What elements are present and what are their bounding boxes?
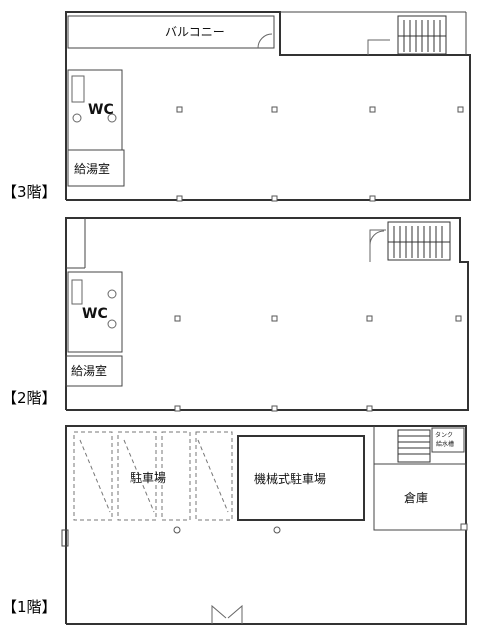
storage-label: 倉庫: [404, 490, 428, 505]
stairs-1f: [397, 429, 431, 463]
kitchenette-label-2f: 給湯室: [71, 363, 107, 378]
floor-label-2f: 【2階】: [2, 389, 57, 407]
stairs-2f: [387, 221, 451, 261]
balcony-door: [257, 33, 273, 49]
kitchenette-2f: [65, 355, 123, 387]
parking-label: 駐車場: [130, 470, 166, 485]
floor-label-3f: 【3階】: [2, 183, 57, 201]
entrance-door: [211, 604, 243, 624]
stairs-3f: [397, 15, 447, 55]
tank-label: タンク: [435, 431, 453, 439]
wc-label-2f: WC: [82, 306, 108, 322]
parking-bays: [73, 431, 233, 521]
columns-3f: [176, 106, 464, 202]
kitchenette-label-3f: 給湯室: [74, 161, 110, 176]
floor-label-1f: 【1階】: [2, 598, 57, 616]
floor-1-plan: 駐車場 機械式駐車場 倉庫 タンク 給水槽: [61, 425, 468, 625]
wc-label-3f: WC: [88, 102, 114, 118]
water-tank: [431, 427, 465, 453]
mechanical-parking: [237, 435, 365, 521]
mechanical-parking-label: 機械式駐車場: [254, 471, 326, 486]
floor-2-plan: WC 給湯室: [65, 217, 469, 412]
floor-3-plan: バルコニー WC 給湯室: [65, 11, 471, 202]
wc-2f: [67, 271, 123, 353]
columns-2f: [174, 315, 462, 412]
balcony: [67, 15, 275, 49]
balcony-label: バルコニー: [165, 25, 225, 39]
tank-sub-label: 給水槽: [436, 440, 454, 448]
columns-1f: [173, 523, 468, 534]
kitchenette-3f: [67, 149, 125, 187]
